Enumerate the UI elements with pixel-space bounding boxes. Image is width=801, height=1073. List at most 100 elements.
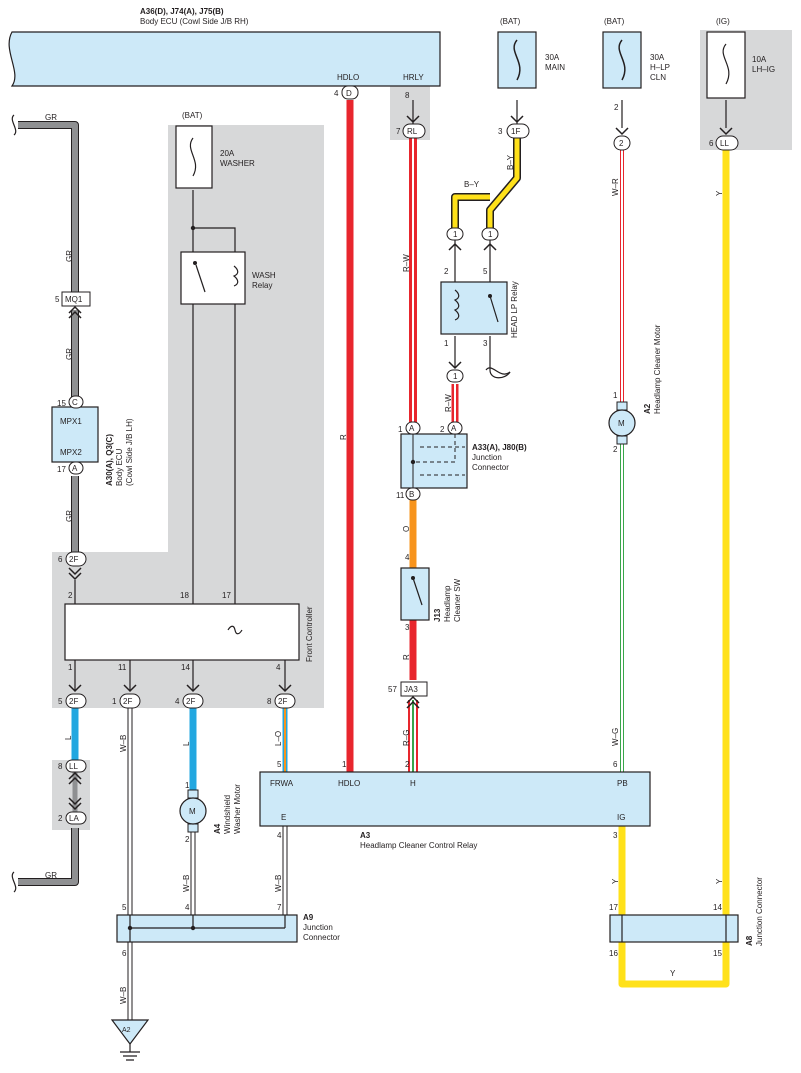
svg-text:20A: 20A <box>220 149 235 158</box>
svg-text:MPX2: MPX2 <box>60 448 82 457</box>
svg-text:(BAT): (BAT) <box>182 111 203 120</box>
svg-text:HEAD LP Relay: HEAD LP Relay <box>510 281 519 338</box>
wire-gr-top <box>18 121 79 292</box>
svg-text:Windshield: Windshield <box>223 795 232 834</box>
pin-numbers: 4 8 7 3 2 6 5 15 17 2 5 1 3 1 2 11 6 2 1… <box>55 89 722 958</box>
svg-text:16: 16 <box>609 949 618 958</box>
svg-text:2: 2 <box>613 445 618 454</box>
svg-text:2: 2 <box>68 591 73 600</box>
svg-text:MQ1: MQ1 <box>65 295 83 304</box>
svg-text:W–B: W–B <box>119 735 128 752</box>
svg-text:Cleaner SW: Cleaner SW <box>453 578 462 622</box>
svg-text:15: 15 <box>713 949 722 958</box>
term-hrly: HRLY <box>403 73 424 82</box>
svg-text:(Cowl Side J/B LH): (Cowl Side J/B LH) <box>125 418 134 486</box>
wire-labels: GR GR GR GR GR R R–W R–W B–Y B–Y W–R Y O… <box>45 113 724 1004</box>
svg-text:W–B: W–B <box>182 875 191 892</box>
svg-text:E: E <box>281 813 286 822</box>
svg-text:PB: PB <box>617 779 628 788</box>
svg-text:Y: Y <box>611 878 620 884</box>
svg-text:B–Y: B–Y <box>464 180 480 189</box>
svg-text:8: 8 <box>267 697 272 706</box>
svg-text:FRWA: FRWA <box>270 779 294 788</box>
svg-text:M: M <box>189 807 196 816</box>
svg-text:A3: A3 <box>360 831 371 840</box>
svg-text:LA: LA <box>69 814 79 823</box>
svg-text:15: 15 <box>57 399 66 408</box>
svg-text:3: 3 <box>613 831 618 840</box>
conn-2-top: 2 <box>613 135 631 151</box>
svg-text:L: L <box>182 741 191 746</box>
svg-text:4: 4 <box>175 697 180 706</box>
svg-text:1: 1 <box>112 697 117 706</box>
svg-text:Y: Y <box>670 969 676 978</box>
svg-text:RL: RL <box>407 127 418 136</box>
svg-text:R–G: R–G <box>402 730 411 746</box>
conn-2F-14: 2F <box>182 693 204 709</box>
svg-text:A: A <box>409 424 415 433</box>
svg-text:B: B <box>409 490 414 499</box>
svg-text:Headlamp: Headlamp <box>443 585 452 622</box>
svg-text:4: 4 <box>276 663 281 672</box>
body-ecu-rh: A36(D), J74(A), J75(B) Body ECU (Cowl Si… <box>8 7 441 87</box>
conn-1-c: 1 <box>446 369 464 383</box>
svg-text:R–W: R–W <box>444 394 453 412</box>
svg-text:O: O <box>402 526 411 532</box>
svg-text:1: 1 <box>185 781 190 790</box>
svg-text:MAIN: MAIN <box>545 63 565 72</box>
svg-text:1: 1 <box>342 760 347 769</box>
conn-1-a: 1 <box>446 227 464 241</box>
svg-text:WASHER: WASHER <box>220 159 255 168</box>
svg-text:L: L <box>64 735 73 740</box>
svg-text:M: M <box>618 419 625 428</box>
front-controller: Front Controller <box>64 603 314 662</box>
conn-MQ1: MQ1 <box>61 291 91 307</box>
svg-text:6: 6 <box>709 139 714 148</box>
svg-text:C: C <box>72 398 78 407</box>
svg-text:17: 17 <box>609 903 618 912</box>
fuse-hlp: (BAT) 30A H–LP CLN <box>602 17 670 89</box>
svg-text:A: A <box>451 424 457 433</box>
body-ecu-lh: MPX1 MPX2 A30(A), Q3(C) Body ECU (Cowl S… <box>51 406 134 486</box>
svg-text:A8: A8 <box>745 935 754 946</box>
ground: A2 <box>110 1019 150 1061</box>
svg-text:18: 18 <box>180 591 189 600</box>
svg-text:W–G: W–G <box>611 728 620 746</box>
svg-text:W–R: W–R <box>611 178 620 196</box>
svg-text:Y: Y <box>715 190 724 196</box>
body-ecu-rh-name: Body ECU (Cowl Side J/B RH) <box>140 17 249 26</box>
conn-A2: A <box>447 421 463 435</box>
svg-text:2F: 2F <box>278 697 287 706</box>
svg-text:Connector: Connector <box>303 933 340 942</box>
svg-text:2F: 2F <box>69 555 78 564</box>
svg-text:A2: A2 <box>643 403 652 414</box>
conn-1-b: 1 <box>481 227 499 241</box>
svg-text:Y: Y <box>715 878 724 884</box>
svg-text:WASH: WASH <box>252 271 276 280</box>
svg-text:1F: 1F <box>511 127 520 136</box>
svg-text:2: 2 <box>185 835 190 844</box>
svg-text:GR: GR <box>45 871 57 880</box>
svg-text:A9: A9 <box>303 913 314 922</box>
svg-text:(IG): (IG) <box>716 17 730 26</box>
svg-text:GR: GR <box>45 113 57 122</box>
svg-text:GR: GR <box>65 348 74 360</box>
svg-text:LH–IG: LH–IG <box>752 65 775 74</box>
conn-2F-1: 2F <box>65 693 87 709</box>
conn-2F-top: 2F <box>65 551 87 567</box>
svg-text:MPX1: MPX1 <box>60 417 82 426</box>
fuse-washer: (BAT) 20A WASHER <box>175 111 255 189</box>
fuse-lhig: (IG) 10A LH–IG <box>706 17 775 99</box>
svg-text:1: 1 <box>444 339 449 348</box>
svg-text:CLN: CLN <box>650 73 666 82</box>
svg-text:GR: GR <box>65 510 74 522</box>
svg-text:3: 3 <box>405 623 410 632</box>
conn-LL-left: LL <box>65 759 87 773</box>
svg-text:5: 5 <box>55 295 60 304</box>
svg-text:2F: 2F <box>69 697 78 706</box>
svg-text:4: 4 <box>185 903 190 912</box>
svg-text:57: 57 <box>388 685 397 694</box>
svg-text:Headlamp Cleaner Motor: Headlamp Cleaner Motor <box>653 324 662 414</box>
connector-chevrons <box>68 115 733 811</box>
svg-text:J13: J13 <box>433 608 442 622</box>
